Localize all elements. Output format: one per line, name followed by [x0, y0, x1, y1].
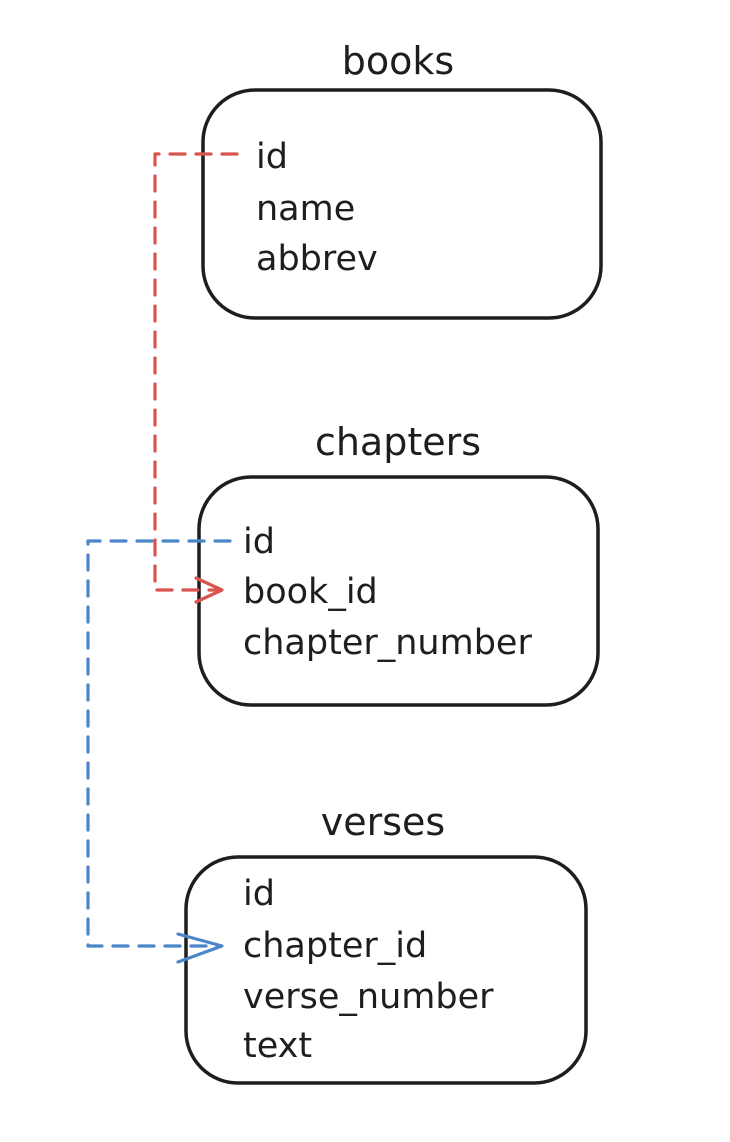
field-books-id: id — [256, 137, 288, 177]
table-title-books: books — [342, 39, 454, 83]
arrow-icon — [176, 932, 224, 964]
table-verses[interactable]: verses id chapter_id verse_number text — [184, 800, 588, 1085]
table-box-verses — [184, 855, 588, 1085]
field-verses-verse-number: verse_number — [243, 977, 494, 1017]
field-books-name: name — [256, 189, 355, 229]
field-chapters-id: id — [243, 522, 275, 562]
field-chapters-chapter-number: chapter_number — [243, 623, 532, 663]
field-verses-chapter-id: chapter_id — [243, 926, 427, 966]
relation-line-books-chapters — [153, 152, 239, 592]
table-box-books — [201, 88, 603, 320]
table-books[interactable]: books id name abbrev — [201, 39, 603, 320]
relation-chapters-verses[interactable] — [86, 539, 232, 964]
field-verses-text: text — [243, 1026, 312, 1066]
arrow-icon — [194, 576, 224, 604]
field-books-abbrev: abbrev — [256, 239, 378, 279]
table-title-verses: verses — [321, 800, 445, 844]
field-verses-id: id — [243, 874, 275, 914]
relation-books-chapters[interactable] — [153, 152, 239, 604]
table-chapters[interactable]: chapters id book_id chapter_number — [197, 420, 600, 707]
table-title-chapters: chapters — [315, 420, 481, 464]
relation-line-chapters-verses — [86, 539, 232, 948]
field-chapters-book-id: book_id — [243, 572, 378, 612]
